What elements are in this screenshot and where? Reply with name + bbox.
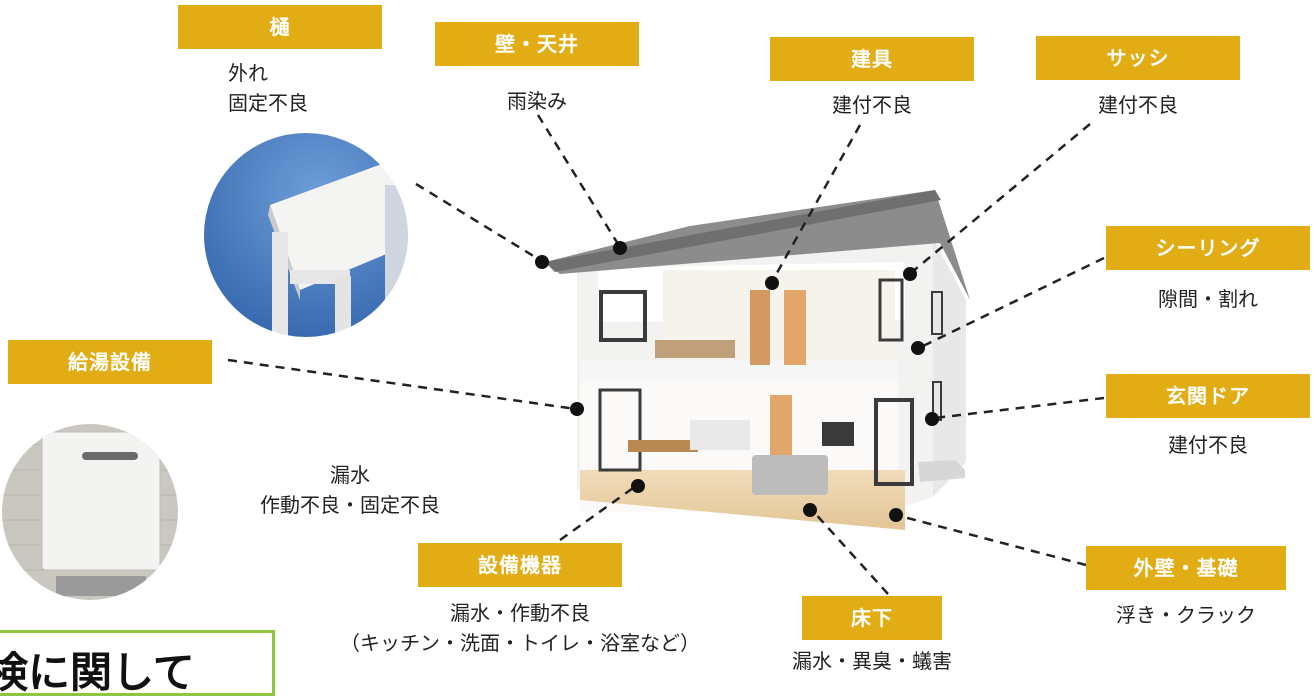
tag-water-heater: 給湯設備 xyxy=(8,340,212,384)
leader-sealing xyxy=(918,256,1105,350)
leader-wall-ceiling xyxy=(536,114,620,245)
dot-exterior xyxy=(889,508,903,522)
desc-line: 隙間・割れ xyxy=(1158,287,1258,311)
leader-sash xyxy=(911,123,1091,273)
leader-entrance-door xyxy=(934,396,1105,420)
desc-line: 建付不良 xyxy=(1168,433,1248,457)
desc-line: 雨染み xyxy=(507,89,567,113)
desc-line: 固定不良 xyxy=(228,91,308,115)
leader-water-heater xyxy=(227,358,577,411)
desc-underfloor: 漏水・異臭・蟻害 xyxy=(770,646,974,676)
inspection-diagram: 樋 外れ 固定不良 壁・天井 雨染み 建具 建付不良 サッシ 建付不良 シーリン… xyxy=(0,5,1310,696)
desc-gutter: 外れ 固定不良 xyxy=(228,58,308,118)
bottom-heading-box: 検に関して xyxy=(0,630,275,696)
desc-line: 漏水・異臭・蟻害 xyxy=(792,649,952,673)
desc-exterior: 浮き・クラック xyxy=(1084,600,1288,630)
desc-water-heater: 漏水 作動不良・固定不良 xyxy=(230,460,470,520)
dot-equipment xyxy=(631,479,645,493)
house xyxy=(545,190,970,530)
dot-water-heater xyxy=(570,402,584,416)
tag-underfloor: 床下 xyxy=(802,596,942,640)
dot-wall-ceiling xyxy=(613,241,627,255)
bottom-heading: 検に関して xyxy=(0,648,195,696)
dot-sealing xyxy=(911,341,925,355)
tag-gutter: 樋 xyxy=(178,5,382,49)
desc-line: 漏水・作動不良 xyxy=(450,601,590,625)
desc-line: 外れ xyxy=(228,61,268,85)
gutter-photo xyxy=(203,132,409,338)
tag-entrance-door: 玄関ドア xyxy=(1106,374,1310,418)
dot-fittings xyxy=(765,276,779,290)
desc-equipment: 漏水・作動不良 （キッチン・洗面・トイレ・浴室など） xyxy=(280,598,760,658)
tag-sealing: シーリング xyxy=(1106,226,1310,270)
tag-fittings: 建具 xyxy=(770,37,974,81)
desc-line: 建付不良 xyxy=(832,93,912,117)
desc-line: 作動不良・固定不良 xyxy=(260,493,440,517)
desc-entrance-door: 建付不良 xyxy=(1106,430,1310,460)
leader-exterior xyxy=(899,514,1087,567)
dot-sash xyxy=(903,267,917,281)
desc-line: 建付不良 xyxy=(1098,93,1178,117)
leader-gutter xyxy=(415,182,541,262)
desc-line: 漏水 xyxy=(330,463,370,487)
desc-sealing: 隙間・割れ xyxy=(1106,284,1310,314)
dot-underfloor xyxy=(803,503,817,517)
tag-sash: サッシ xyxy=(1036,36,1240,80)
leader-underfloor xyxy=(811,509,889,595)
dot-entrance-door xyxy=(925,412,939,426)
tag-equipment: 設備機器 xyxy=(418,543,622,587)
water-heater-photo xyxy=(2,424,178,600)
desc-fittings: 建付不良 xyxy=(770,90,974,120)
tag-wall-ceiling: 壁・天井 xyxy=(435,22,639,66)
desc-sash: 建付不良 xyxy=(1036,90,1240,120)
desc-line: （キッチン・洗面・トイレ・浴室など） xyxy=(340,631,700,655)
leader-fittings xyxy=(771,124,862,281)
dot-gutter xyxy=(535,255,549,269)
desc-line: 浮き・クラック xyxy=(1116,603,1256,627)
tag-exterior: 外壁・基礎 xyxy=(1086,546,1286,590)
desc-wall-ceiling: 雨染み xyxy=(435,86,639,116)
house-illustration xyxy=(2,114,1105,600)
